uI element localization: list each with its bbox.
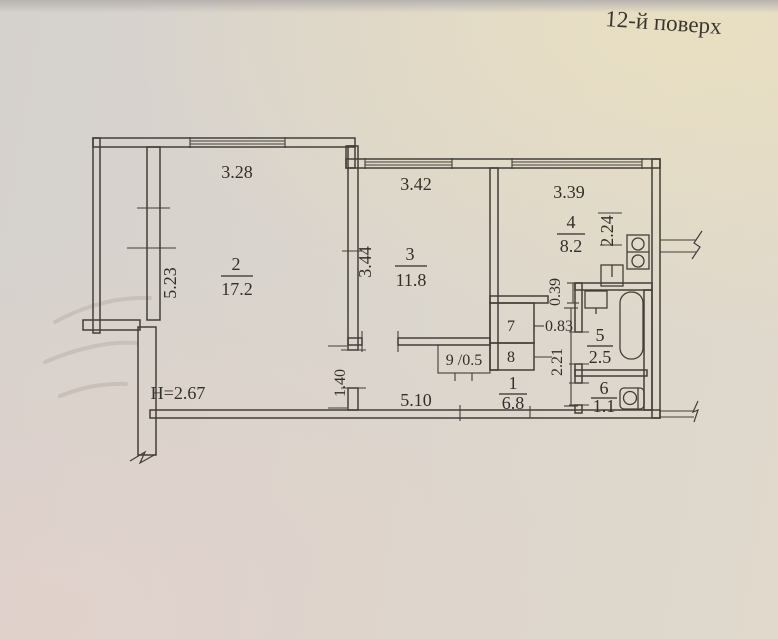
wall-segment	[137, 326, 157, 456]
dim-hall-width: 1.40	[332, 369, 349, 397]
dim-room3-width: 3.42	[400, 174, 432, 194]
dim-room2-width: 3.28	[221, 162, 253, 182]
washbasin-icon	[584, 290, 608, 314]
room1-number: 1	[509, 373, 518, 393]
wall-segment	[347, 387, 359, 411]
kitchen-sink-icon	[600, 264, 624, 287]
room7-number: 7	[507, 318, 515, 335]
room2-number: 2	[232, 254, 241, 274]
closet-9-box	[437, 344, 491, 374]
room5-area: 2.5	[589, 347, 612, 367]
toilet-icon	[619, 387, 645, 410]
room8-number: 8	[507, 349, 515, 366]
room4-area: 8.2	[560, 236, 583, 256]
wall-segment	[82, 319, 141, 331]
wall-segment	[574, 369, 648, 377]
dim-room4-depth: 2.24	[597, 215, 617, 247]
doors	[137, 207, 589, 406]
room3-number: 3	[406, 244, 415, 264]
bathtub-icon	[619, 291, 644, 360]
room2-area: 17.2	[221, 279, 253, 299]
wall-segment	[397, 337, 491, 346]
pencil-smudge	[58, 381, 128, 398]
wall-segment	[643, 289, 653, 411]
stove-icon	[626, 234, 650, 270]
balcony-wall	[146, 146, 161, 321]
pencil-smudge	[53, 295, 152, 324]
wall-segment	[149, 409, 661, 419]
wall-segment	[489, 167, 499, 371]
room3-area: 11.8	[396, 270, 427, 290]
labels: 12-й поверх 3.28 5.23 2 17.2 3.42 3.44 3…	[151, 6, 723, 416]
pencil-smudge	[43, 340, 138, 364]
dim-branch-length: 2.21	[549, 348, 566, 376]
wall-segment	[347, 337, 363, 346]
wall-break-mark	[691, 230, 703, 260]
dim-room3-depth: 3.44	[355, 246, 375, 278]
wall-segment	[574, 363, 583, 384]
floor-title: 12-й поверх	[605, 6, 723, 39]
room6-area: 1.1	[593, 396, 616, 416]
windows	[189, 137, 643, 169]
dim-room2-depth: 5.23	[160, 267, 180, 299]
room4-number: 4	[567, 212, 576, 232]
wall-break-mark	[129, 450, 157, 465]
walls	[82, 137, 661, 456]
break-marks	[129, 230, 703, 465]
ceiling-height-note: H=2.67	[151, 383, 206, 403]
wall-segment	[92, 137, 356, 148]
room5-number: 5	[596, 325, 605, 345]
dimension-marks	[127, 212, 622, 421]
wall-break-mark	[691, 400, 699, 423]
room6-number: 6	[600, 378, 609, 398]
fixtures	[584, 234, 650, 410]
wall-segment	[345, 158, 661, 169]
smudges	[43, 295, 152, 398]
dim-niche-depth: 0.39	[547, 278, 564, 306]
dim-branch-width: 0.83	[545, 318, 573, 335]
wall-segment	[92, 137, 101, 334]
room1-area: 6.8	[502, 393, 525, 413]
dim-hall-length: 5.10	[400, 390, 432, 410]
wall-segment	[651, 158, 661, 419]
dim-room4-width: 3.39	[553, 182, 585, 202]
room9-label: 9 /0.5	[446, 352, 482, 369]
